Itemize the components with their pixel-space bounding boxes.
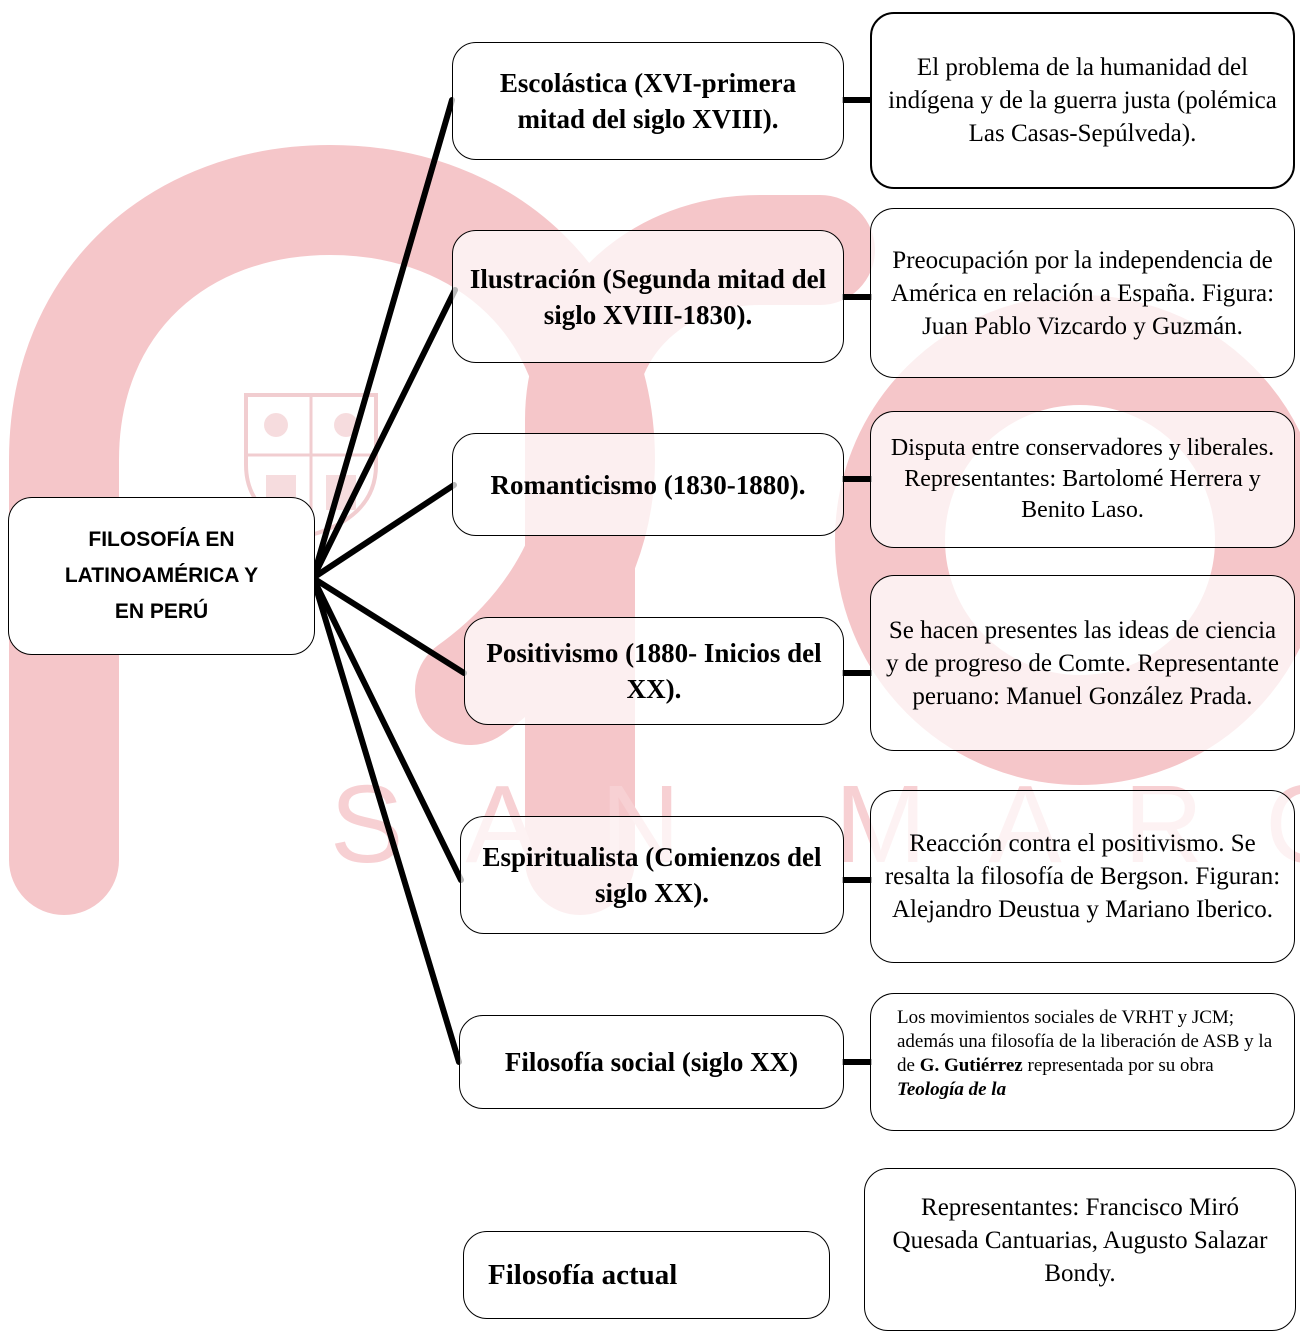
era-node-filosofia-social: Filosofía social (siglo XX) bbox=[459, 1015, 844, 1109]
era-node-positivismo: Positivismo (1880- Inicios del XX). bbox=[464, 617, 844, 725]
desc-node-romanticismo: Disputa entre conservadores y liberales.… bbox=[870, 411, 1295, 548]
desc-node-espiritualista: Reacción contra el positivismo. Se resal… bbox=[870, 790, 1295, 963]
era-label: Espiritualista (Comienzos del siglo XX). bbox=[482, 842, 822, 908]
desc-node-ilustracion: Preocupación por la independencia de Amé… bbox=[870, 208, 1295, 378]
connector-root-positivismo bbox=[310, 575, 467, 676]
connector-root-ilustracion bbox=[310, 287, 458, 581]
desc-node-filosofia-actual: Representantes: Francisco Miró Quesada C… bbox=[864, 1168, 1296, 1331]
desc-text: Disputa entre conservadores y liberales.… bbox=[890, 435, 1275, 523]
desc-text-part1: Los movimientos sociales de VRHT y JCM; … bbox=[897, 1007, 1273, 1076]
desc-text-italic: Teología de la bbox=[897, 1079, 1007, 1100]
era-node-romanticismo: Romanticismo (1830-1880). bbox=[452, 433, 844, 536]
desc-text: Se hacen presentes las ideas de ciencia … bbox=[886, 616, 1279, 710]
connector-root-espiritualista bbox=[310, 575, 464, 883]
era-label: Romanticismo (1830-1880). bbox=[490, 469, 806, 500]
connector-root-romanticismo bbox=[310, 482, 457, 581]
desc-text: Preocupación por la independencia de Amé… bbox=[890, 246, 1275, 340]
desc-node-positivismo: Se hacen presentes las ideas de ciencia … bbox=[870, 575, 1295, 751]
era-label: Filosofía actual bbox=[488, 1259, 678, 1291]
era-node-filosofia-actual: Filosofía actual bbox=[463, 1231, 830, 1319]
era-node-escolastica: Escolástica (XVI-primera mitad del siglo… bbox=[452, 42, 844, 160]
desc-node-filosofia-social: Los movimientos sociales de VRHT y JCM; … bbox=[870, 993, 1295, 1131]
desc-text: El problema de la humanidad del indígena… bbox=[888, 54, 1277, 147]
root-node: FILOSOFÍA EN LATINOAMÉRICA Y EN PERÚ bbox=[8, 497, 315, 655]
root-line-2: LATINOAMÉRICA Y bbox=[64, 564, 259, 587]
era-label: Filosofía social (siglo XX) bbox=[504, 1047, 799, 1077]
desc-text: Representantes: Francisco Miró Quesada C… bbox=[892, 1194, 1268, 1287]
connector-root-escolastica bbox=[310, 97, 455, 581]
desc-node-escolastica: El problema de la humanidad del indígena… bbox=[870, 12, 1295, 189]
root-line-3: EN PERÚ bbox=[114, 600, 209, 623]
desc-text-bold: G. Gutiérrez bbox=[919, 1055, 1023, 1076]
era-label: Escolástica (XVI-primera mitad del siglo… bbox=[499, 68, 797, 134]
desc-text-part2: representada por su obra bbox=[1022, 1055, 1214, 1076]
era-label: Positivismo (1880- Inicios del XX). bbox=[486, 638, 822, 704]
root-line-1: FILOSOFÍA EN bbox=[88, 528, 235, 551]
era-node-ilustracion: Ilustración (Segunda mitad del siglo XVI… bbox=[452, 230, 844, 363]
desc-text: Reacción contra el positivismo. Se resal… bbox=[884, 830, 1281, 923]
connector-root-social bbox=[310, 575, 462, 1065]
era-label: Ilustración (Segunda mitad del siglo XVI… bbox=[469, 263, 827, 330]
era-node-espiritualista: Espiritualista (Comienzos del siglo XX). bbox=[460, 816, 844, 934]
